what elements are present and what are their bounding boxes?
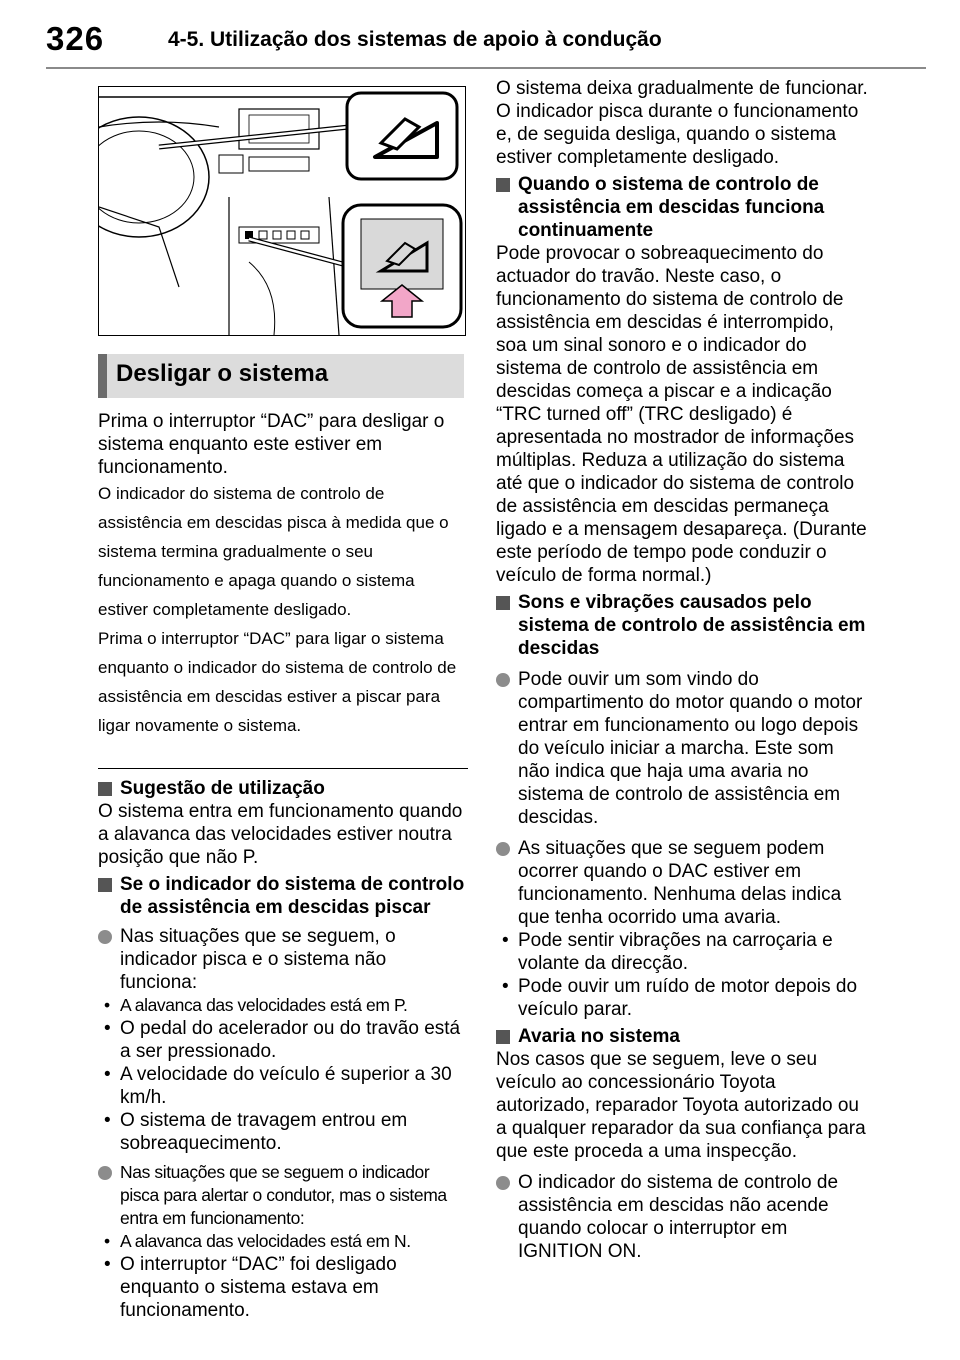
bullet-item: Nas situações que se seguem o indicador … (98, 1161, 468, 1230)
banner-title: Desligar o sistema (116, 360, 329, 387)
bullet-item: Nas situações que se seguem, o indicador… (98, 925, 468, 994)
square-bullet-icon (496, 596, 510, 610)
note-paragraph: O indicador do sistema de controlo de as… (98, 484, 449, 619)
list-item: •A velocidade do veículo é superior a 30… (104, 1064, 452, 1108)
paragraph: O sistema entra em funcionamento quando … (98, 801, 463, 868)
circle-bullet-icon (496, 842, 510, 856)
square-bullet-icon (496, 178, 510, 192)
list-item: •O sistema de travagem entrou em sobreaq… (104, 1110, 408, 1154)
circle-bullet-icon (496, 1176, 510, 1190)
right-column: O sistema deixa gradualmente de funciona… (496, 77, 868, 1263)
banner-accent-bar (98, 354, 107, 398)
divider (98, 768, 468, 769)
subheading: Quando o sistema de controlo de assistên… (496, 173, 868, 242)
bullet-item: Pode ouvir um som vindo do compartimento… (496, 668, 868, 829)
subheading: Avaria no sistema (496, 1025, 868, 1048)
square-bullet-icon (98, 878, 112, 892)
list-item: •A alavanca das velocidades está em P. (104, 995, 408, 1015)
square-bullet-icon (98, 782, 112, 796)
subheading: Sugestão de utilização (98, 777, 468, 800)
section-banner: Desligar o sistema (98, 354, 464, 398)
paragraph: O sistema deixa gradualmente de funciona… (496, 78, 868, 168)
bullet-item: As situações que se seguem podem ocorrer… (496, 837, 868, 929)
circle-bullet-icon (98, 1166, 112, 1180)
list-item: •O interruptor “DAC” foi desligado enqua… (104, 1254, 397, 1321)
square-bullet-icon (496, 1030, 510, 1044)
section-title: 4-5. Utilização dos sistemas de apoio à … (168, 28, 662, 51)
paragraph: Prima o interruptor “DAC” para desligar … (98, 411, 445, 478)
list-item: •Pode ouvir um ruído de motor depois do … (502, 976, 858, 1020)
bullet-item: O indicador do sistema de controlo de as… (496, 1171, 868, 1263)
circle-bullet-icon (496, 673, 510, 687)
list-item: •A alavanca das velocidades está em N. (104, 1231, 411, 1251)
header-rule (46, 67, 926, 69)
paragraph: Nos casos que se seguem, leve o seu veíc… (496, 1049, 866, 1162)
paragraph: Pode provocar o sobreaquecimento do actu… (496, 243, 867, 586)
note-paragraph: Prima o interruptor “DAC” para ligar o s… (98, 629, 457, 735)
press-arrow-icon (379, 284, 425, 318)
list-item: •O pedal do acelerador ou do travão está… (104, 1018, 461, 1062)
downhill-assist-icon (373, 117, 439, 159)
dashboard-illustration (98, 86, 466, 336)
list-item: •Pode sentir vibrações na carroçaria e v… (502, 930, 833, 974)
page-number: 326 (46, 20, 105, 57)
left-column: Prima o interruptor “DAC” para desligar … (98, 410, 468, 1322)
dac-switch-icon (375, 240, 429, 273)
subheading: Se o indicador do sistema de controlo de… (98, 873, 468, 919)
circle-bullet-icon (98, 930, 112, 944)
subheading: Sons e vibrações causados pelo sistema d… (496, 591, 868, 660)
